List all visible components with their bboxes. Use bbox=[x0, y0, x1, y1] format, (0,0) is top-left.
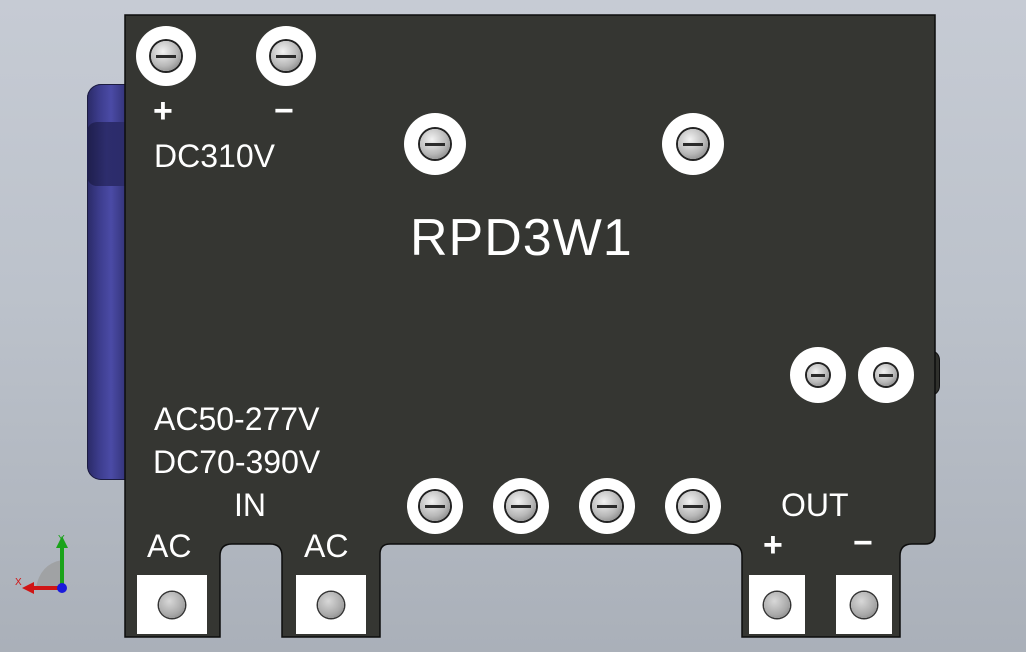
screw-head-icon bbox=[420, 129, 450, 159]
out-label: OUT bbox=[781, 487, 849, 523]
dc-minus-label: − bbox=[274, 92, 294, 130]
bottom-screw-2[interactable] bbox=[493, 478, 549, 534]
screw-head-icon bbox=[506, 491, 536, 521]
screw-head-icon bbox=[271, 41, 301, 71]
triad-x-label: X bbox=[15, 577, 22, 588]
output-screw-2[interactable] bbox=[858, 347, 914, 403]
screw-head-icon bbox=[151, 41, 181, 71]
in-label: IN bbox=[234, 487, 266, 523]
out-minus-terminal[interactable] bbox=[836, 575, 892, 634]
pin-hole-icon bbox=[318, 591, 344, 618]
pin-hole-icon bbox=[764, 591, 790, 618]
screw-head-icon bbox=[420, 491, 450, 521]
screw-head-icon bbox=[592, 491, 622, 521]
out-plus-terminal[interactable] bbox=[749, 575, 805, 634]
out-plus-label: + bbox=[763, 526, 783, 564]
dc-range-label: DC70-390V bbox=[153, 444, 321, 480]
dc-minus-screw[interactable] bbox=[256, 26, 316, 86]
dc-plus-label: + bbox=[153, 92, 173, 130]
bottom-screw-3[interactable] bbox=[579, 478, 635, 534]
output-screw-1[interactable] bbox=[790, 347, 846, 403]
bottom-screw-1[interactable] bbox=[407, 478, 463, 534]
axis-triad-icon: Y X bbox=[15, 534, 68, 594]
screw-head-icon bbox=[678, 491, 708, 521]
ac-right-label: AC bbox=[304, 528, 349, 564]
model-title: RPD3W1 bbox=[410, 209, 633, 267]
dc-plus-screw[interactable] bbox=[136, 26, 196, 86]
triad-y-label: Y bbox=[58, 534, 65, 545]
dc-voltage-label: DC310V bbox=[154, 138, 275, 174]
ac-terminal-left[interactable] bbox=[137, 575, 207, 634]
bottom-screw-4[interactable] bbox=[665, 478, 721, 534]
pin-hole-icon bbox=[851, 591, 877, 618]
ac-range-label: AC50-277V bbox=[154, 401, 320, 437]
pin-hole-icon bbox=[159, 591, 185, 618]
out-minus-label: − bbox=[853, 524, 873, 562]
screw-head-icon bbox=[678, 129, 708, 159]
ac-terminal-right[interactable] bbox=[296, 575, 366, 634]
ac-left-label: AC bbox=[147, 528, 192, 564]
screw-head-icon bbox=[875, 364, 897, 386]
screw-head-icon bbox=[807, 364, 829, 386]
mounting-screw-right[interactable] bbox=[662, 113, 724, 175]
mounting-screw-left[interactable] bbox=[404, 113, 466, 175]
